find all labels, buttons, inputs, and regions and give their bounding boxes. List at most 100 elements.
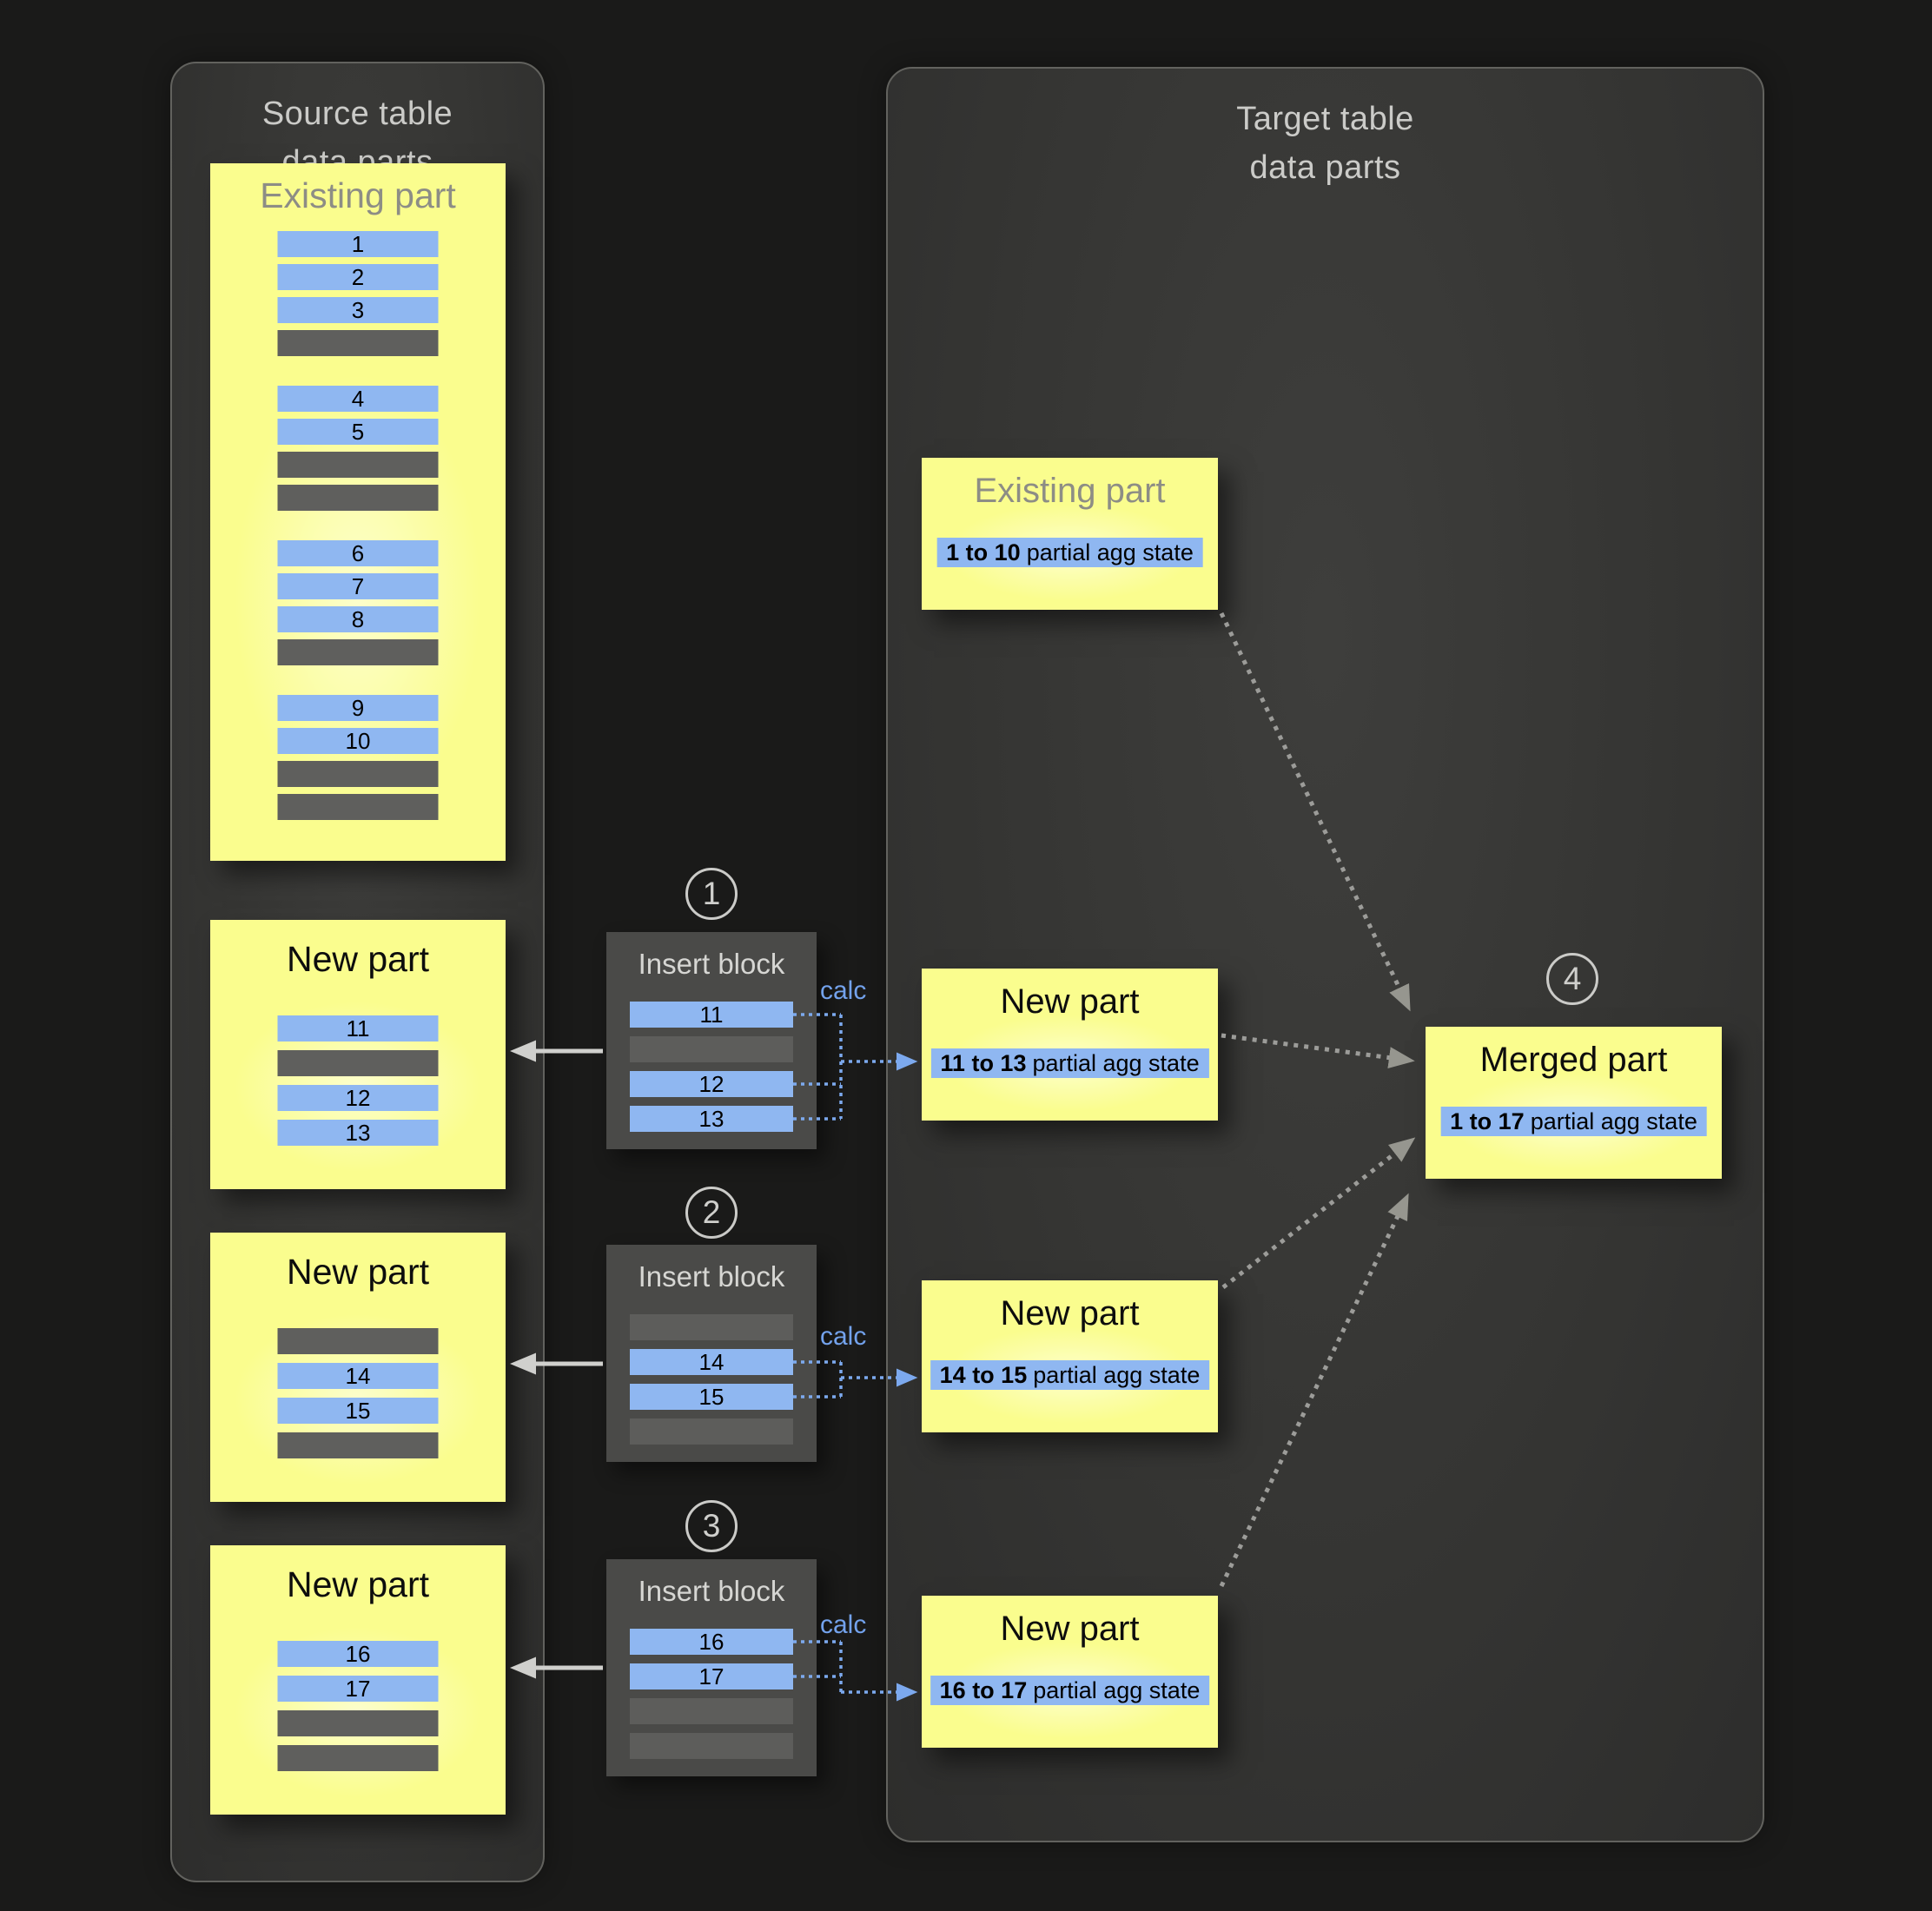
filler-row	[630, 1036, 793, 1062]
filler-row	[277, 639, 439, 665]
step-4-badge: 4	[1546, 953, 1598, 1005]
data-row: 5	[277, 419, 439, 445]
filler-row	[277, 1328, 439, 1354]
data-row: 10	[277, 728, 439, 754]
source-new-part-1-title: New part	[286, 939, 430, 979]
data-row: 9	[277, 695, 439, 721]
insert-block-1: Insert block 11 12 13	[606, 932, 817, 1149]
filler-row	[630, 1314, 793, 1340]
data-row: 11	[277, 1015, 439, 1041]
agg-suffix: partial agg state	[1530, 1108, 1697, 1134]
target-new-part-2-title: New part	[1000, 1294, 1140, 1332]
data-row: 6	[277, 540, 439, 566]
data-row: 16	[277, 1641, 439, 1667]
filler-row	[630, 1733, 793, 1759]
data-row: 15	[630, 1384, 793, 1410]
filler-row	[277, 1745, 439, 1771]
data-row: 2	[277, 264, 439, 290]
step-2-badge: 2	[685, 1187, 738, 1239]
target-panel: Target table data parts Existing part 1 …	[886, 67, 1764, 1842]
filler-row	[277, 794, 439, 820]
target-panel-title-line1: Target table	[1236, 101, 1414, 137]
target-new-part-1-title: New part	[1000, 982, 1140, 1021]
insert-block-2-title: Insert block	[638, 1260, 785, 1293]
agg-range: 1 to 10	[946, 539, 1021, 565]
insert-block-1-rows: 11 12 13	[630, 1002, 793, 1132]
agg-range: 1 to 17	[1450, 1108, 1525, 1134]
target-panel-title: Target table data parts	[888, 95, 1763, 192]
data-row: 13	[277, 1120, 439, 1146]
filler-row	[630, 1698, 793, 1724]
data-row: 13	[630, 1106, 793, 1132]
filler-row	[277, 485, 439, 511]
insert-block-1-title: Insert block	[638, 948, 785, 980]
filler-row	[277, 1432, 439, 1458]
calc-label-1: calc	[820, 976, 867, 1005]
source-new-part-1: New part 11 12 13	[210, 920, 506, 1189]
calc-label-2: calc	[820, 1322, 867, 1351]
data-row: 1	[277, 231, 439, 257]
data-row: 4	[277, 386, 439, 412]
source-panel-title-line1: Source table	[261, 96, 453, 132]
target-merged-part-title: Merged part	[1479, 1041, 1668, 1079]
data-row: 17	[277, 1676, 439, 1702]
step-3-badge: 3	[685, 1500, 738, 1552]
agg-suffix: partial agg state	[1033, 1362, 1201, 1388]
filler-row	[277, 1050, 439, 1076]
target-panel-title-line2: data parts	[1249, 149, 1401, 186]
agg-suffix: partial agg state	[1033, 1677, 1201, 1703]
target-new-part-3-title: New part	[1000, 1610, 1140, 1648]
agg-suffix: partial agg state	[1026, 539, 1194, 565]
row-group: 1 2 3	[277, 231, 439, 356]
source-existing-part-title: Existing part	[260, 175, 456, 215]
agg-range: 14 to 15	[939, 1362, 1028, 1388]
data-row: 14	[277, 1363, 439, 1389]
source-new-part-2-title: New part	[286, 1252, 430, 1292]
data-row: 14	[630, 1349, 793, 1375]
data-row: 12	[277, 1085, 439, 1111]
data-row: 16	[630, 1629, 793, 1655]
data-row: 15	[277, 1398, 439, 1424]
calc-label-3: calc	[820, 1610, 867, 1639]
target-existing-part-title: Existing part	[974, 472, 1166, 510]
source-panel-title: Source table data parts	[172, 89, 543, 187]
source-new-part-1-rows: 11 12 13	[277, 1015, 439, 1146]
source-new-part-3-title: New part	[286, 1564, 430, 1604]
data-row: 7	[277, 573, 439, 599]
filler-row	[277, 761, 439, 787]
filler-row	[277, 1710, 439, 1736]
filler-row	[630, 1418, 793, 1445]
filler-row	[277, 452, 439, 478]
agg-range: 16 to 17	[939, 1677, 1028, 1703]
agg-range: 11 to 13	[940, 1050, 1027, 1076]
data-row: 3	[277, 297, 439, 323]
data-row: 12	[630, 1071, 793, 1097]
data-row: 11	[630, 1002, 793, 1028]
insert-block-3-title: Insert block	[638, 1575, 785, 1607]
step-1-badge: 1	[685, 868, 738, 920]
